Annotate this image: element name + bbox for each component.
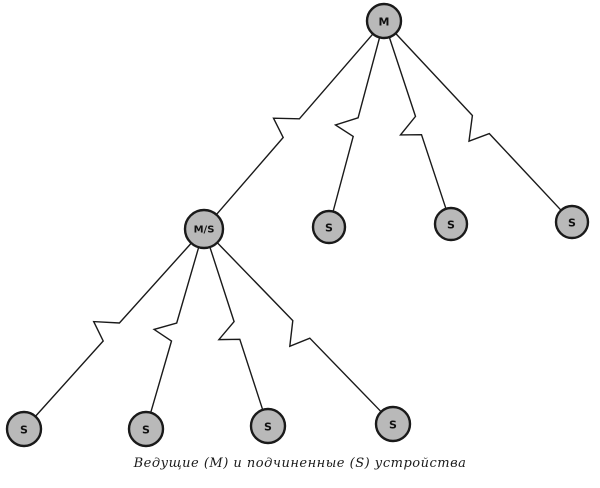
node-label: M [379, 16, 390, 29]
node-label: S [325, 222, 333, 235]
link-master-slave-to-slave-bottom-1 [34, 242, 192, 417]
node-label: S [20, 424, 28, 437]
link-master-to-slave-top-2 [388, 36, 447, 210]
node-label: M/S [194, 225, 215, 236]
node-slave-top-3: S [554, 204, 590, 240]
diagram-caption: Ведущие (M) и подчиненные (S) устройства [133, 456, 467, 471]
node-slave-bottom-2: S [127, 410, 165, 448]
node-circle [183, 208, 225, 250]
node-label: S [264, 421, 272, 434]
node-slave-top-1: S [311, 209, 347, 245]
link-master-slave-to-slave-bottom-3 [209, 246, 264, 411]
node-circle [127, 410, 165, 448]
links-layer [34, 32, 562, 417]
node-circle [365, 2, 403, 40]
link-master-slave-to-slave-bottom-2 [150, 247, 200, 413]
node-circle [433, 206, 469, 242]
node-label: S [568, 217, 576, 230]
node-slave-top-2: S [433, 206, 469, 242]
node-slave-bottom-1: S [5, 410, 43, 448]
node-circle [5, 410, 43, 448]
link-master-to-master-slave [215, 33, 374, 216]
link-master-to-slave-top-1 [332, 37, 381, 212]
link-master-to-slave-top-3 [395, 32, 562, 211]
node-circle [249, 407, 287, 445]
node-slave-bottom-4: S [374, 405, 412, 443]
node-master-slave: M/S [183, 208, 225, 250]
node-circle [311, 209, 347, 245]
node-label: S [142, 424, 150, 437]
node-circle [554, 204, 590, 240]
node-master: M [365, 2, 403, 40]
node-circle [374, 405, 412, 443]
node-label: S [389, 419, 397, 432]
nodes-layer: M M/S S S S S S S S [5, 2, 590, 448]
node-label: S [447, 219, 455, 232]
link-master-slave-to-slave-bottom-4 [216, 242, 382, 413]
node-slave-bottom-3: S [249, 407, 287, 445]
